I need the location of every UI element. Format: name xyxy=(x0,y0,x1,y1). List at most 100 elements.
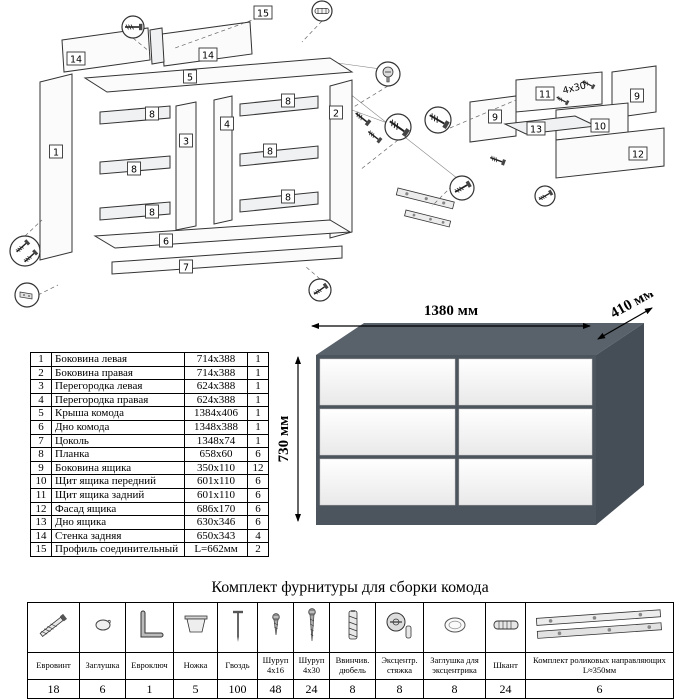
part-name: Дно комода xyxy=(51,419,185,435)
svg-text:8: 8 xyxy=(285,97,291,108)
hardware-icon-cell xyxy=(173,602,218,653)
callout-screw xyxy=(534,185,556,207)
hardware-name: Эксцентр. стяжка xyxy=(375,652,424,680)
part-size: 601x110 xyxy=(184,487,248,503)
part-label: 8 xyxy=(281,189,295,204)
part-label: 6 xyxy=(159,233,173,248)
part-name: Боковина правая xyxy=(51,365,185,381)
part-label: 12 xyxy=(628,146,648,161)
part-size: 714x388 xyxy=(184,352,248,367)
hardware-qty: 6 xyxy=(79,679,126,699)
part-num: 11 xyxy=(30,487,52,503)
part-label: 10 xyxy=(590,118,610,133)
part-name: Перегородка левая xyxy=(51,379,185,394)
cam-cap-icon xyxy=(444,617,465,633)
svg-text:410 мм: 410 мм xyxy=(608,293,657,322)
dresser-top xyxy=(316,323,644,355)
part-num: 10 xyxy=(30,474,52,489)
drawer-front xyxy=(458,358,593,406)
width-dimension: 1380 мм xyxy=(311,303,591,329)
part-num: 2 xyxy=(30,365,52,381)
drawer-front xyxy=(319,358,456,406)
hardware-name: Шуруп 4x30 xyxy=(293,652,330,680)
part-qty: 1 xyxy=(247,433,269,449)
leader-line xyxy=(304,265,321,280)
hardware-qty: 8 xyxy=(375,679,424,699)
screw-long-icon xyxy=(307,608,316,642)
part-label: 14 xyxy=(198,47,218,62)
hardware-icon-cell xyxy=(485,602,526,653)
drawer-front xyxy=(319,458,456,506)
part-label: 8 xyxy=(281,93,295,108)
part-label: 2 xyxy=(329,105,343,120)
part-qty: 4 xyxy=(247,528,269,544)
part-size: 686x170 xyxy=(184,501,248,517)
plinth xyxy=(111,245,343,275)
part-qty: 6 xyxy=(247,501,269,517)
part-name: Щит ящика задний xyxy=(51,487,185,503)
leader-line xyxy=(301,20,323,43)
part-num: 4 xyxy=(30,392,52,408)
hardware-qty: 48 xyxy=(257,679,294,699)
hardware-qty: 1 xyxy=(125,679,174,699)
leader-line xyxy=(359,139,399,171)
leader-line xyxy=(174,17,259,49)
svg-text:2: 2 xyxy=(333,109,339,120)
hardware-icon-cell xyxy=(293,602,330,653)
part-qty: 1 xyxy=(247,365,269,381)
part-size: 1348x388 xyxy=(184,419,248,435)
part-label: 3 xyxy=(179,133,193,148)
part-label: 9 xyxy=(630,88,644,103)
drawer-facade xyxy=(555,127,665,179)
part-qty: 12 xyxy=(247,460,269,476)
svg-text:8: 8 xyxy=(267,147,273,158)
hardware-name: Комплект роликовых направляющих L≈350мм xyxy=(525,652,674,680)
plank xyxy=(239,191,319,213)
top-board xyxy=(83,57,354,93)
part-name: Фасад ящика xyxy=(51,501,185,517)
part-name: Щит ящика передний xyxy=(51,474,185,489)
part-num: 8 xyxy=(30,447,52,462)
svg-text:13: 13 xyxy=(530,125,542,136)
part-name: Стенка задняя xyxy=(51,528,185,544)
hardware-icon-cell xyxy=(329,602,376,653)
part-qty: 1 xyxy=(247,406,269,421)
connecting-profile xyxy=(149,27,165,65)
part-name: Крыша комода xyxy=(51,406,185,421)
plank xyxy=(99,201,171,221)
leader-line xyxy=(132,37,151,53)
part-size: 1384x406 xyxy=(184,406,248,421)
svg-text:7: 7 xyxy=(183,263,189,274)
screw-in-dowel-icon xyxy=(348,610,357,640)
hardware-icon-cell xyxy=(525,602,674,653)
part-label: 9 xyxy=(488,109,502,124)
part-label: 5 xyxy=(183,69,197,84)
roller-rail-icon xyxy=(395,187,455,210)
hardware-name: Евровинт xyxy=(27,652,80,680)
part-num: 15 xyxy=(30,542,52,557)
callout-confirmat xyxy=(384,113,412,141)
svg-text:8: 8 xyxy=(131,165,137,176)
hardware-icon-cell xyxy=(257,602,294,653)
part-num: 5 xyxy=(30,406,52,421)
svg-text:10: 10 xyxy=(594,122,606,133)
svg-text:4: 4 xyxy=(224,120,230,131)
part-num: 7 xyxy=(30,433,52,449)
part-qty: 1 xyxy=(247,419,269,435)
drawer-front xyxy=(319,408,456,456)
part-label: 11 xyxy=(535,86,555,101)
part-size: 350x110 xyxy=(184,460,248,476)
callout-dowel xyxy=(311,0,333,22)
part-label: 8 xyxy=(145,106,159,121)
hardware-icon-cell xyxy=(27,602,80,653)
callout-screw xyxy=(121,15,145,39)
foot-icon xyxy=(184,615,207,633)
svg-text:8: 8 xyxy=(149,208,155,219)
